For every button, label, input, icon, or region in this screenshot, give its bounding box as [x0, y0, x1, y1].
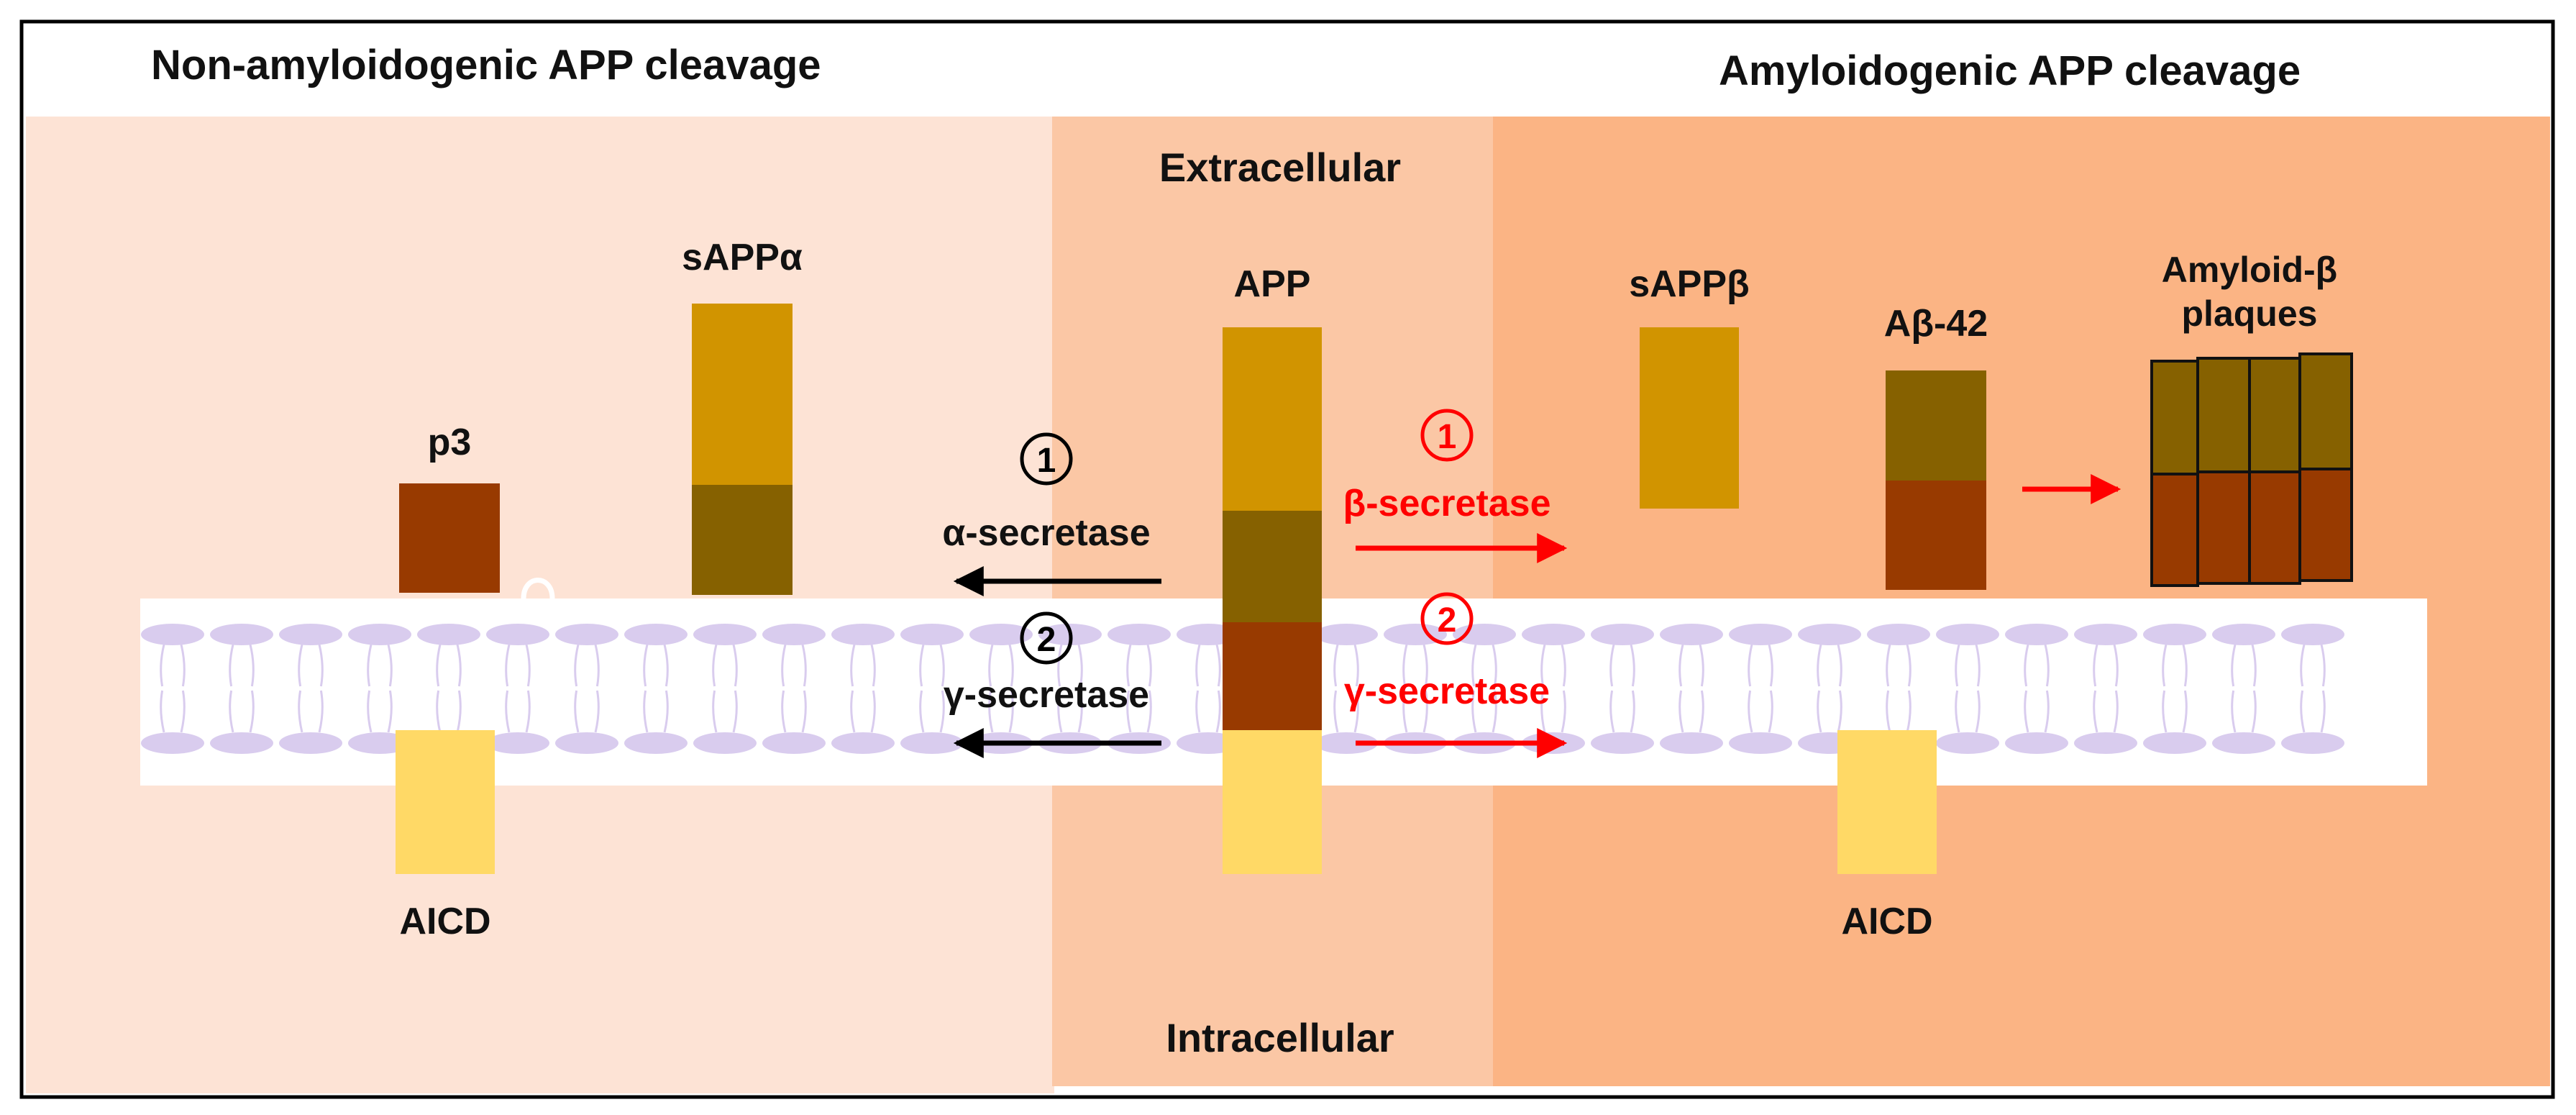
right-step1-number: 1 [1438, 418, 1457, 456]
left-step2-circle [1020, 611, 1073, 665]
left-step2-enzyme: γ-secretase [944, 674, 1149, 716]
sappa-lower-segment [692, 485, 793, 595]
app-n-terminal-segment [1223, 327, 1322, 511]
sappb-fragment [1640, 327, 1739, 509]
label-sappa: sAPPα [682, 237, 803, 278]
label-aicd-right: AICD [1841, 901, 1932, 942]
left-step1-number: 1 [1037, 442, 1056, 480]
label-extracellular: Extracellular [1159, 145, 1401, 190]
app-transmembrane-segment [1223, 622, 1322, 730]
right-step1-enzyme: β-secretase [1343, 483, 1550, 524]
amyloid-plaques [2150, 352, 2353, 587]
title-non-amyloidogenic: Non-amyloidogenic APP cleavage [151, 42, 821, 88]
label-p3: p3 [428, 422, 472, 463]
right-step2-enzyme: γ-secretase [1344, 670, 1550, 712]
ab42-lower-segment [1886, 481, 1986, 590]
app-protein [1223, 327, 1322, 874]
label-app: APP [1234, 263, 1311, 305]
left-step1-enzyme: α-secretase [942, 512, 1150, 554]
label-plaques-line2: plaques [2182, 293, 2318, 334]
app-abeta-segment [1223, 511, 1322, 622]
label-plaques-line1: Amyloid-β [2162, 250, 2337, 290]
title-amyloidogenic: Amyloidogenic APP cleavage [1719, 47, 2301, 94]
app-cytoplasmic-segment [1223, 730, 1322, 874]
right-step2-number: 2 [1438, 601, 1457, 640]
label-intracellular: Intracellular [1166, 1015, 1394, 1060]
right-step1-circle [1420, 409, 1474, 462]
label-aicd-left: AICD [399, 901, 490, 942]
p3-membrane-loop [521, 578, 555, 599]
right-step2-circle [1420, 592, 1474, 645]
p3-fragment [399, 483, 500, 593]
left-step1-circle [1020, 432, 1073, 486]
aicd-left-fragment [396, 730, 495, 874]
aicd-right-fragment [1837, 730, 1937, 874]
label-sappb: sAPPβ [1629, 263, 1750, 305]
label-ab42: Aβ-42 [1884, 303, 1988, 345]
sappa-upper-segment [692, 304, 793, 485]
ab42-upper-segment [1886, 370, 1986, 481]
left-step2-number: 2 [1037, 621, 1056, 659]
